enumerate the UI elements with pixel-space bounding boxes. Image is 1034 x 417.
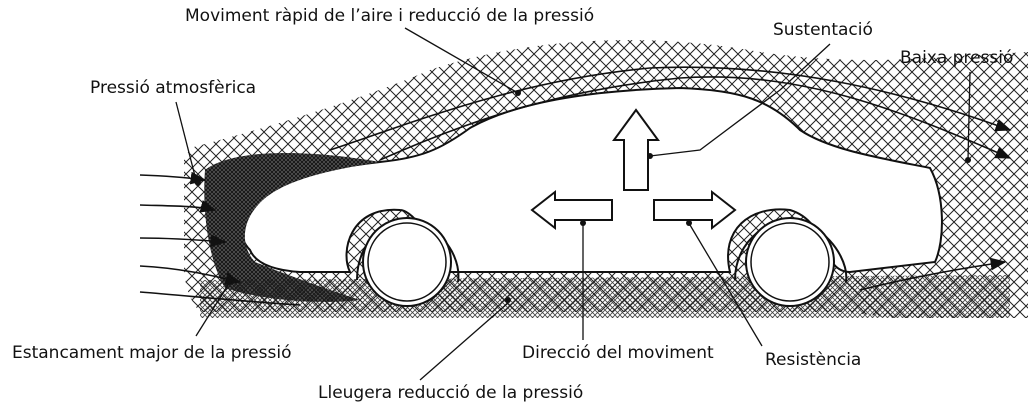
front-wheel bbox=[356, 217, 460, 307]
leader-lines bbox=[175, 27, 971, 381]
label-low-pressure: Baixa pressió bbox=[900, 48, 1014, 68]
leader-dots bbox=[195, 90, 971, 303]
label-atmospheric-pressure: Pressió atmosfèrica bbox=[90, 78, 257, 98]
stagnation-zone bbox=[204, 152, 380, 302]
label-lift: Sustentació bbox=[773, 20, 873, 40]
label-resistance: Resistència bbox=[765, 350, 862, 370]
label-direction: Direcció del moviment bbox=[522, 343, 714, 363]
resistance-arrow bbox=[653, 189, 737, 231]
rear-wheel bbox=[734, 217, 848, 307]
label-rapid-flow: Moviment ràpid de l’aire i reducció de l… bbox=[185, 6, 595, 26]
lift-arrow bbox=[612, 108, 660, 191]
label-slight-reduction: Lleugera reducció de la pressió bbox=[318, 383, 584, 403]
underbody-zone bbox=[200, 275, 1010, 318]
direction-arrow bbox=[530, 189, 613, 231]
streamlines bbox=[139, 66, 1012, 306]
car-body bbox=[240, 86, 943, 274]
label-stagnation: Estancament major de la pressió bbox=[12, 343, 292, 363]
